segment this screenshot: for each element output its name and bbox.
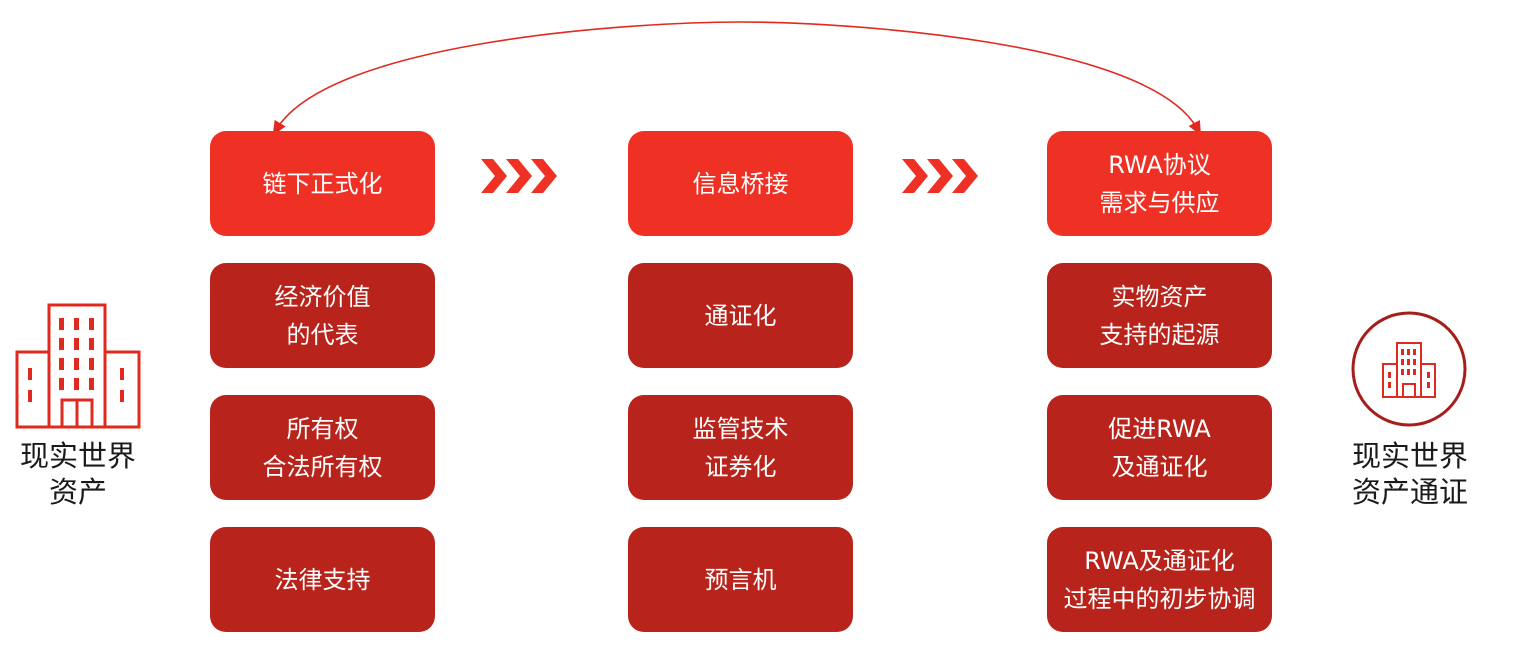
chevron-right-icon — [481, 159, 557, 193]
column-1-item-1: 经济价值 的代表 — [210, 263, 435, 368]
column-3-item-2: 促进RWA 及通证化 — [1047, 395, 1272, 500]
left-label: 现实世界 资产 — [19, 439, 136, 509]
column-3-item-1: 实物资产 支持的起源 — [1047, 263, 1272, 368]
column-2-header: 信息桥接 — [628, 131, 853, 236]
column-2-item-2: 监管技术 证券化 — [628, 395, 853, 500]
column-2-item-1: 通证化 — [628, 263, 853, 368]
column-2-item-3: 预言机 — [628, 527, 853, 632]
buildings-circle-icon — [1351, 311, 1467, 427]
column-1-item-3: 法律支持 — [210, 527, 435, 632]
buildings-icon — [15, 303, 141, 429]
right-label: 现实世界 资产通证 — [1351, 439, 1468, 509]
chevron-right-icon — [902, 159, 978, 193]
column-1-header: 链下正式化 — [210, 131, 435, 236]
column-3-header: RWA协议 需求与供应 — [1047, 131, 1272, 236]
column-1-item-2: 所有权 合法所有权 — [210, 395, 435, 500]
column-3-item-3: RWA及通证化 过程中的初步协调 — [1047, 527, 1272, 632]
